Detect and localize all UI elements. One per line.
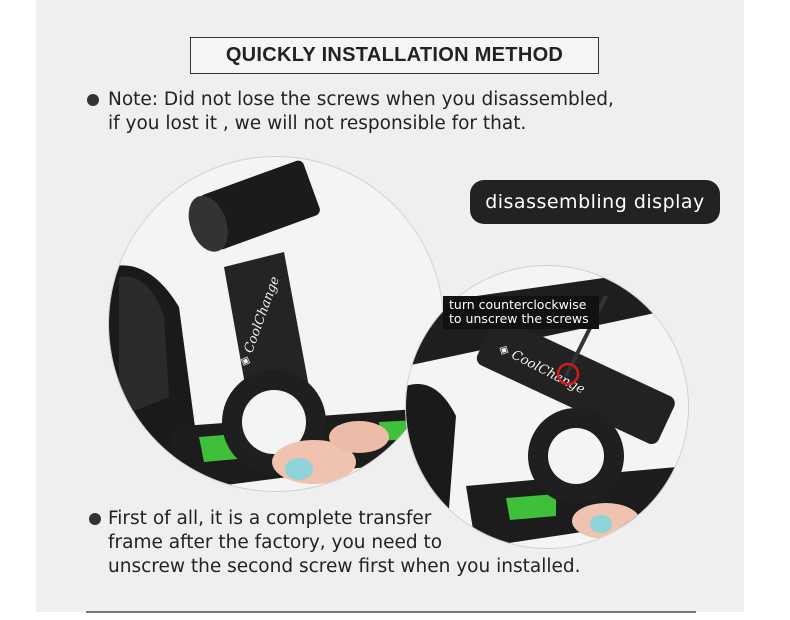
disassembling-display-label: disassembling display <box>470 180 720 224</box>
first-step-bullet <box>89 513 101 525</box>
assembled-mount-photo: ◈ CoolChange <box>108 156 444 492</box>
first-step-text: First of all, it is a complete transfer … <box>108 507 608 579</box>
bottom-divider <box>86 611 696 613</box>
first-step-line-3: unscrew the second screw first when you … <box>108 556 581 577</box>
note-line-1: Note: Did not lose the screws when you d… <box>108 89 614 110</box>
note-line-2: if you lost it , we will not responsible… <box>108 113 527 134</box>
first-step-line-1: First of all, it is a complete transfer <box>108 508 432 529</box>
callout-line-1: turn counterclockwise <box>449 297 587 312</box>
page-title: QUICKLY INSTALLATION METHOD <box>190 37 599 74</box>
unscrew-callout: turn counterclockwise to unscrew the scr… <box>443 296 599 329</box>
callout-line-2: to unscrew the screws <box>449 311 589 326</box>
note-bullet <box>87 94 99 106</box>
assembled-mount-illustration: ◈ CoolChange <box>109 157 443 491</box>
first-step-line-2: frame after the factory, you need to <box>108 532 443 553</box>
note-text: Note: Did not lose the screws when you d… <box>108 88 688 136</box>
rotate-arrow-icon <box>556 362 580 386</box>
